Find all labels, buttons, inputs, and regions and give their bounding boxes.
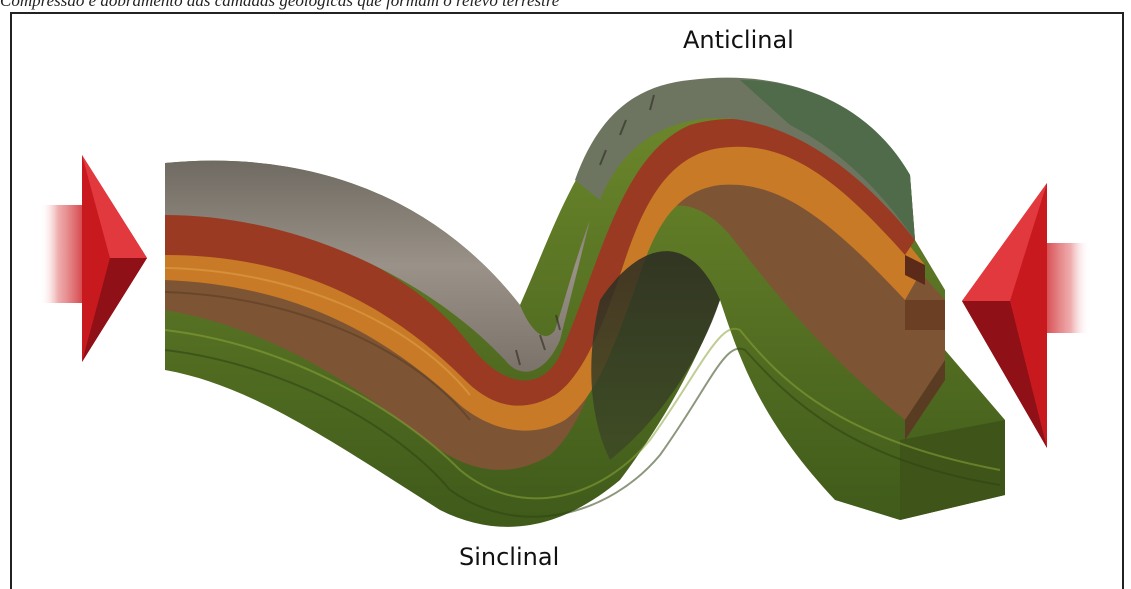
anticline-label: Anticlinal [683, 26, 794, 54]
left-compression-arrow-icon [40, 155, 147, 362]
syncline-label: Sinclinal [459, 543, 559, 571]
folded-rock-layers [165, 78, 1005, 527]
